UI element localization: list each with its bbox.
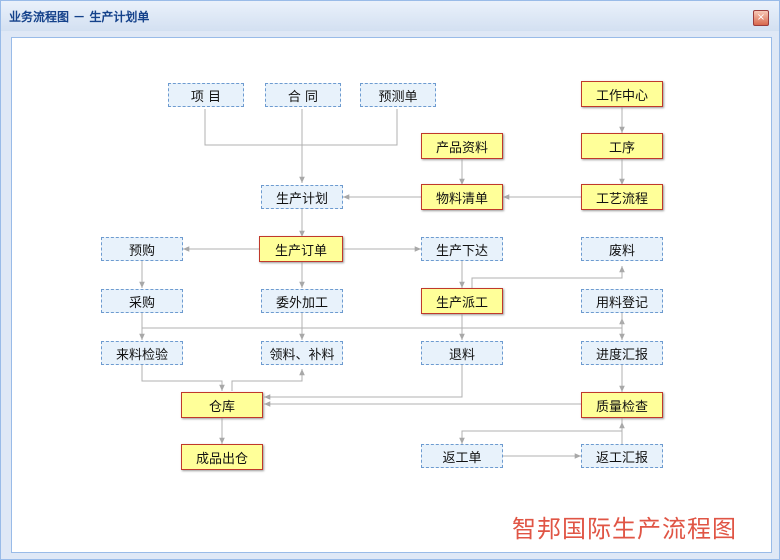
node-project[interactable]: 项 目 <box>168 83 244 107</box>
node-scrap[interactable]: 废料 <box>581 237 663 261</box>
footer-caption: 智邦国际生产流程图 <box>512 515 737 543</box>
flowchart-canvas: 项 目 合 同 预测单 工作中心 产品资料 工序 生产计划 物料清单 工艺流程 … <box>11 37 772 553</box>
link-zhiliang-fangongdan <box>459 417 623 444</box>
node-warehouse[interactable]: 仓库 <box>181 392 263 418</box>
node-production-dispatch[interactable]: 生产派工 <box>421 288 503 314</box>
node-pre-purchase[interactable]: 预购 <box>101 237 183 261</box>
node-rework-order[interactable]: 返工单 <box>421 444 503 468</box>
link-bus-yongliao <box>142 318 625 329</box>
link-jianyan-cangku <box>141 365 225 391</box>
node-material-pick[interactable]: 领料、补料 <box>261 341 343 365</box>
link-yucedan-jihua <box>302 109 398 146</box>
node-contract[interactable]: 合 同 <box>265 83 341 107</box>
link-cangku-lingliao <box>231 369 305 391</box>
node-material-return[interactable]: 退料 <box>421 341 503 365</box>
node-production-plan[interactable]: 生产计划 <box>261 185 343 209</box>
link-paigong-feiliao <box>471 266 625 288</box>
node-rework-report[interactable]: 返工汇报 <box>581 444 663 468</box>
connector-lines <box>139 106 625 459</box>
node-production-order[interactable]: 生产订单 <box>259 236 343 262</box>
node-forecast[interactable]: 预测单 <box>360 83 436 107</box>
node-purchase[interactable]: 采购 <box>101 289 183 313</box>
node-incoming-inspection[interactable]: 来料检验 <box>101 341 183 365</box>
link-tuiliao-cangku <box>264 365 463 400</box>
node-finished-outbound[interactable]: 成品出仓 <box>181 444 263 470</box>
node-bom[interactable]: 物料清单 <box>421 184 503 210</box>
node-progress-report[interactable]: 进度汇报 <box>581 341 663 365</box>
node-product-info[interactable]: 产品资料 <box>421 133 503 159</box>
node-quality-check[interactable]: 质量检查 <box>581 392 663 418</box>
node-process-flow[interactable]: 工艺流程 <box>581 184 663 210</box>
close-icon[interactable]: × <box>753 10 769 26</box>
window-title: 业务流程图 － 生产计划单 <box>9 10 150 24</box>
window-titlebar[interactable]: 业务流程图 － 生产计划单 × <box>1 1 779 31</box>
node-work-center[interactable]: 工作中心 <box>581 81 663 107</box>
node-outsourcing[interactable]: 委外加工 <box>261 289 343 313</box>
node-production-release[interactable]: 生产下达 <box>421 237 503 261</box>
node-process[interactable]: 工序 <box>581 133 663 159</box>
link-xiangmu-jihua <box>204 109 302 146</box>
node-material-usage[interactable]: 用料登记 <box>581 289 663 313</box>
